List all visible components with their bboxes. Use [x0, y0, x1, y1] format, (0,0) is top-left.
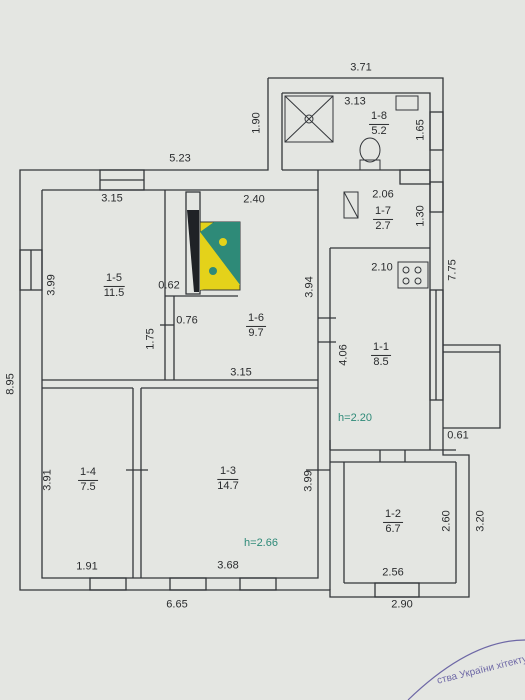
main-inner-wall	[41, 189, 319, 579]
stamp-arc	[407, 639, 525, 700]
height-main: h=2.66	[244, 537, 278, 549]
dim-room12-right: 2.60	[440, 510, 453, 532]
dim-chimney-depth: 0.76	[176, 314, 198, 327]
dim-right-side: 7.75	[446, 259, 459, 281]
dim-room16-top: 2.40	[243, 193, 265, 206]
dim-room15-left: 3.99	[45, 274, 58, 296]
dim-chimney-width: 0.62	[158, 279, 180, 292]
dim-overall-left: 8.95	[4, 373, 17, 395]
dim-main-top: 5.23	[169, 152, 191, 165]
dim-room12-bottom: 2.56	[382, 566, 404, 579]
dim-partition-h: 1.75	[144, 328, 157, 350]
dim-room17-right: 1.30	[414, 205, 427, 227]
height-annex: h=2.20	[338, 412, 372, 424]
dim-mid-wall: 3.15	[230, 366, 252, 379]
dim-room14-left: 3.91	[41, 469, 54, 491]
dim-room11-left: 4.06	[337, 344, 350, 366]
dim-top-annex: 3.71	[350, 61, 372, 74]
dim-room13-right: 3.99	[302, 470, 315, 492]
dim-annex-left: 1.90	[250, 112, 263, 134]
dim-room17-top: 2.06	[372, 188, 394, 201]
dim-room16-right: 3.94	[303, 276, 316, 298]
dim-porch: 0.61	[447, 429, 469, 442]
dim-kitchen-top: 2.10	[371, 261, 393, 274]
dim-room15-top: 3.15	[101, 192, 123, 205]
dim-right-bottom: 2.90	[391, 598, 413, 611]
dim-main-bottom: 6.65	[166, 598, 188, 611]
dim-room13-bottom: 3.68	[217, 559, 239, 572]
dim-room14-bottom: 1.91	[76, 560, 98, 573]
dim-annex-inner: 3.13	[344, 95, 366, 108]
dim-outer-right: 3.20	[474, 510, 487, 532]
dim-annex-right: 1.65	[414, 119, 427, 141]
stove-symbol	[199, 221, 241, 291]
